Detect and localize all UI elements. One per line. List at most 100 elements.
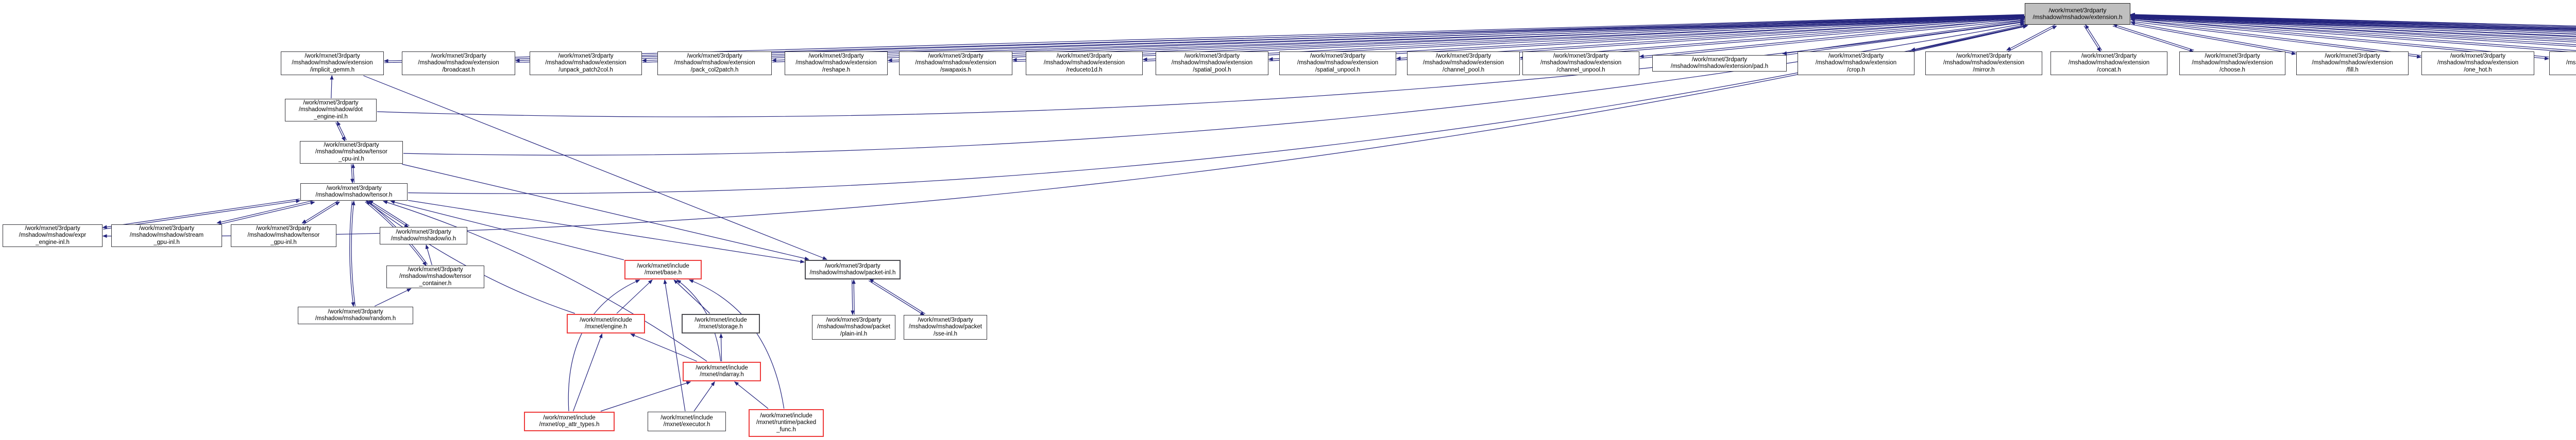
node-label-line: /work/mxnet/3rdparty: [304, 52, 360, 59]
node-label-line: /sse-inl.h: [933, 330, 958, 337]
node-label-line: /work/mxnet/include: [660, 414, 713, 421]
node-label-line: /mshadow/mshadow/extension: [1540, 60, 1622, 66]
graph-node-plain[interactable]: /work/mxnet/3rdparty/mshadow/mshadow/pac…: [812, 315, 895, 340]
node-label-line: /work/mxnet/3rdparty: [826, 316, 882, 323]
graph-node-sl[interactable]: /work/mxnet/3rdparty/mshadow/mshadow/ext…: [2549, 51, 2576, 75]
graph-node-cp[interactable]: /work/mxnet/3rdparty/mshadow/mshadow/ext…: [1407, 51, 1520, 75]
graph-edge: [1639, 18, 2024, 58]
graph-node-expr[interactable]: /work/mxnet/3rdparty/mshadow/mshadow/exp…: [3, 224, 103, 247]
graph-node-oh[interactable]: /work/mxnet/3rdparty/mshadow/mshadow/ext…: [2421, 51, 2534, 75]
node-label-line: /work/mxnet/3rdparty: [25, 225, 80, 232]
node-label-line: /work/mxnet/3rdparty: [324, 142, 379, 148]
graph-node-rs[interactable]: /work/mxnet/3rdparty/mshadow/mshadow/ext…: [785, 51, 888, 75]
node-label-line: /work/mxnet/3rdparty: [256, 225, 312, 232]
graph-node-cu[interactable]: /work/mxnet/3rdparty/mshadow/mshadow/ext…: [1522, 51, 1639, 75]
graph-node-exe[interactable]: /work/mxnet/include/mxnet/executor.h: [648, 412, 726, 431]
graph-edge: [869, 278, 926, 314]
graph-edge: [2130, 12, 2576, 27]
graph-edge: [673, 279, 710, 314]
graph-node-io[interactable]: /work/mxnet/3rdparty/mshadow/mshadow/io.…: [380, 227, 467, 244]
graph-edge: [693, 381, 715, 412]
node-label-line: /mxnet/ndarray.h: [700, 372, 744, 378]
graph-node-eng[interactable]: /work/mxnet/include/mxnet/engine.h: [567, 314, 645, 333]
graph-node-mi[interactable]: /work/mxnet/3rdparty/mshadow/mshadow/ext…: [1925, 51, 2042, 75]
graph-node-nda[interactable]: /work/mxnet/include/mxnet/ndarray.h: [683, 362, 761, 381]
node-label-line: /mxnet/base.h: [644, 270, 682, 276]
node-label-line: /work/mxnet/3rdparty: [1310, 52, 1366, 59]
node-label-line: /work/mxnet/3rdparty: [1691, 56, 1748, 63]
node-label-line: /mirror.h: [1973, 66, 1995, 73]
graph-node-bc[interactable]: /work/mxnet/3rdparty/mshadow/mshadow/ext…: [402, 51, 515, 75]
node-label-line: /work/mxnet/3rdparty: [303, 99, 359, 106]
graph-node-pad[interactable]: /work/mxnet/3rdparty/mshadow/mshadow/ext…: [1652, 55, 1787, 72]
graph-node-sa[interactable]: /work/mxnet/3rdparty/mshadow/mshadow/ext…: [899, 51, 1012, 75]
graph-node-rd[interactable]: /work/mxnet/3rdparty/mshadow/mshadow/ext…: [1026, 51, 1143, 75]
node-label-line: /reshape.h: [822, 66, 851, 73]
graph-node-sp[interactable]: /work/mxnet/3rdparty/mshadow/mshadow/ext…: [1156, 51, 1268, 75]
node-label-line: /concat.h: [2097, 66, 2121, 73]
node-label-line: /mshadow/mshadow/expr: [19, 232, 87, 239]
graph-edge: [425, 244, 432, 266]
graph-node-pkt[interactable]: /work/mxnet/3rdparty/mshadow/mshadow/pac…: [805, 260, 901, 279]
graph-node-cc[interactable]: /work/mxnet/3rdparty/mshadow/mshadow/ext…: [2050, 51, 2167, 75]
graph-node-ch[interactable]: /work/mxnet/3rdparty/mshadow/mshadow/ext…: [2179, 51, 2285, 75]
node-label-line: /mshadow/mshadow/tensor: [247, 232, 320, 239]
graph-edge: [2130, 21, 2422, 59]
graph-node-sto[interactable]: /work/mxnet/include/mxnet/storage.h: [682, 314, 760, 333]
graph-edge: [1910, 24, 2027, 51]
node-label-line: /mshadow/mshadow/stream: [129, 232, 204, 239]
graph-node-base[interactable]: /work/mxnet/include/mxnet/base.h: [624, 260, 702, 279]
graph-edge: [349, 201, 355, 307]
graph-node-root[interactable]: /work/mxnet/3rdparty/mshadow/mshadow/ext…: [2025, 3, 2130, 25]
graph-edge: [2130, 17, 2576, 43]
node-label-line: /work/mxnet/3rdparty: [1184, 52, 1240, 59]
node-label-line: _gpu-inl.h: [154, 239, 180, 245]
graph-node-sse[interactable]: /work/mxnet/3rdparty/mshadow/mshadow/pac…: [904, 315, 987, 340]
graph-edge: [2112, 24, 2194, 50]
node-label-line: /pack_col2patch.h: [690, 66, 739, 73]
graph-edge: [630, 333, 697, 362]
graph-node-su[interactable]: /work/mxnet/3rdparty/mshadow/mshadow/ext…: [1279, 51, 1396, 75]
graph-node-rnd[interactable]: /work/mxnet/3rdparty/mshadow/mshadow/ran…: [298, 307, 413, 324]
graph-node-pf[interactable]: /work/mxnet/include/mxnet/runtime/packed…: [749, 409, 824, 437]
graph-node-dot[interactable]: /work/mxnet/3rdparty/mshadow/mshadow/dot…: [285, 99, 377, 121]
node-label-line: /work/mxnet/3rdparty: [825, 262, 880, 269]
node-label-line: _engine-inl.h: [314, 113, 348, 120]
node-label-line: /mxnet/executor.h: [663, 421, 710, 428]
graph-edge: [368, 200, 410, 226]
node-label-line: _container.h: [419, 280, 452, 287]
graph-node-fl[interactable]: /work/mxnet/3rdparty/mshadow/mshadow/ext…: [2296, 51, 2409, 75]
graph-edge: [377, 20, 2025, 117]
graph-node-up[interactable]: /work/mxnet/3rdparty/mshadow/mshadow/ext…: [530, 51, 642, 75]
node-label-line: /work/mxnet/include: [580, 316, 632, 323]
node-label-line: /work/mxnet/3rdparty: [2081, 52, 2137, 59]
graph-node-oat[interactable]: /work/mxnet/include/mxnet/op_attr_types.…: [524, 412, 615, 431]
graph-edge: [2130, 18, 2576, 53]
graph-node-tcpu[interactable]: /work/mxnet/3rdparty/mshadow/mshadow/ten…: [300, 141, 403, 164]
graph-edge: [616, 279, 653, 314]
node-label-line: /work/mxnet/3rdparty: [687, 52, 742, 59]
node-label-line: /work/mxnet/3rdparty: [2048, 6, 2107, 14]
graph-edge: [600, 381, 691, 412]
graph-node-ig[interactable]: /work/mxnet/3rdparty/mshadow/mshadow/ext…: [281, 51, 384, 75]
graph-node-pc[interactable]: /work/mxnet/3rdparty/mshadow/mshadow/ext…: [657, 51, 772, 75]
node-label-line: /mshadow/mshadow/io.h: [391, 236, 456, 242]
node-label-line: /mshadow/mshadow/tensor: [399, 273, 471, 280]
graph-node-cont[interactable]: /work/mxnet/3rdparty/mshadow/mshadow/ten…: [386, 266, 484, 288]
node-label-line: /plain-inl.h: [840, 330, 868, 337]
node-label-line: /mxnet/runtime/packed: [756, 419, 817, 426]
node-label-line: /channel_unpool.h: [1556, 66, 1605, 73]
graph-edge: [330, 75, 334, 99]
graph-node-cr[interactable]: /work/mxnet/3rdparty/mshadow/mshadow/ext…: [1798, 51, 1914, 75]
graph-edge: [2130, 21, 2296, 53]
graph-node-tgpu[interactable]: /work/mxnet/3rdparty/mshadow/mshadow/ten…: [231, 224, 336, 247]
graph-node-sgpu[interactable]: /work/mxnet/3rdparty/mshadow/mshadow/str…: [111, 224, 222, 247]
node-label-line: /mshadow/mshadow/extension: [292, 60, 373, 66]
graph-edge: [2130, 13, 2576, 28]
graph-edge: [368, 201, 409, 228]
graph-edge: [2130, 14, 2576, 41]
graph-edge: [2130, 12, 2576, 27]
graph-node-ten[interactable]: /work/mxnet/3rdparty/mshadow/mshadow/ten…: [300, 183, 408, 201]
graph-edge: [2112, 26, 2194, 52]
